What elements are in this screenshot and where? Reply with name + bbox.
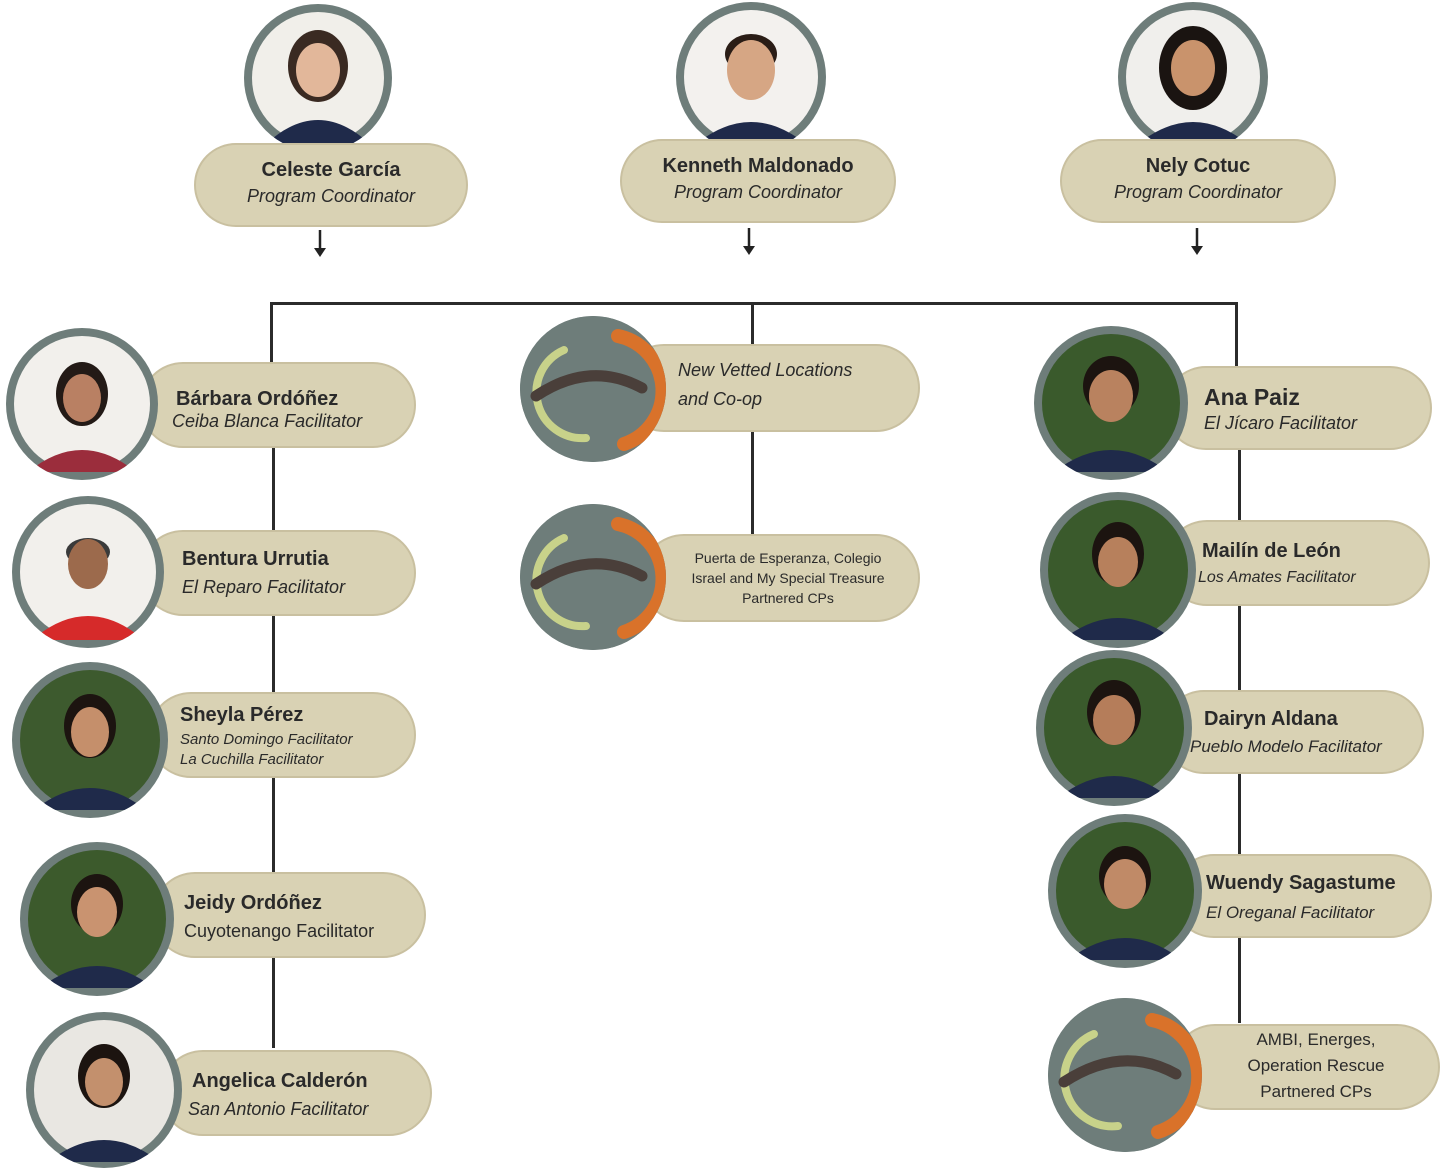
- location-card: Puerta de Esperanza, Colegio Israel and …: [640, 534, 920, 622]
- coordinator-card: Celeste García Program Coordinator: [194, 143, 468, 227]
- avatar: [12, 662, 168, 818]
- coordinator-card: Nely Cotuc Program Coordinator: [1060, 139, 1336, 223]
- avatar: [1118, 2, 1268, 152]
- connector-middle-chain: [751, 432, 754, 534]
- organization-logo-icon: [520, 316, 666, 462]
- arrow-down-icon: [314, 230, 326, 257]
- facilitator-card: Wuendy Sagastume El Oreganal Facilitator: [1172, 854, 1432, 938]
- avatar: [1040, 492, 1196, 648]
- arrow-down-icon: [743, 228, 755, 255]
- facilitator-card: Ana Paiz El Jícaro Facilitator: [1164, 366, 1432, 450]
- facilitator-card: Bentura Urrutia El Reparo Facilitator: [140, 530, 416, 616]
- avatar: [676, 2, 826, 152]
- location-card: New Vetted Locations and Co-op: [620, 344, 920, 432]
- avatar: [1048, 814, 1202, 968]
- location-card: AMBI, Energes, Operation Rescue Partnere…: [1172, 1024, 1440, 1110]
- avatar: [1034, 326, 1188, 480]
- avatar: [26, 1012, 182, 1168]
- organization-logo-icon: [520, 504, 666, 650]
- arrow-down-icon: [1191, 228, 1203, 255]
- facilitator-card: Jeidy Ordóñez Cuyotenango Facilitator: [152, 872, 426, 958]
- connector-right-vertical: [1235, 302, 1238, 367]
- facilitator-card: Bárbara Ordóñez Ceiba Blanca Facilitator: [140, 362, 416, 448]
- avatar: [1036, 650, 1192, 806]
- facilitator-card: Mailín de León Los Amates Facilitator: [1164, 520, 1430, 606]
- avatar: [12, 496, 164, 648]
- avatar: [6, 328, 158, 480]
- facilitator-card: Sheyla Pérez Santo Domingo Facilitator L…: [148, 692, 416, 778]
- connector-horizontal: [270, 302, 1238, 305]
- connector-middle-vertical: [751, 302, 754, 347]
- organization-logo-icon: [1048, 998, 1202, 1152]
- facilitator-card: Dairyn Aldana Pueblo Modelo Facilitator: [1162, 690, 1424, 774]
- facilitator-card: Angelica Calderón San Antonio Facilitato…: [160, 1050, 432, 1136]
- avatar: [20, 842, 174, 996]
- connector-left-vertical: [270, 302, 273, 362]
- avatar: [244, 4, 392, 152]
- coordinator-card: Kenneth Maldonado Program Coordinator: [620, 139, 896, 223]
